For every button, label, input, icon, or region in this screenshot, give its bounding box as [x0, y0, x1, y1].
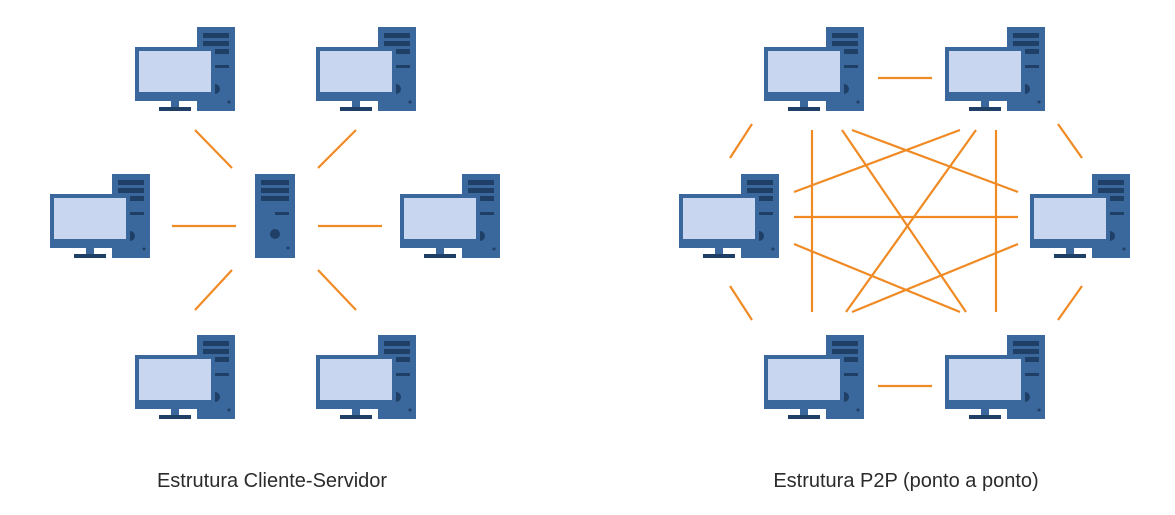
- peer-computer-icon: [679, 174, 779, 258]
- client-computer-icon: [316, 335, 416, 419]
- client-computer-icon: [135, 335, 235, 419]
- peer-computer-icon: [945, 27, 1045, 111]
- link-line: [317, 269, 357, 311]
- link-line: [1057, 285, 1083, 321]
- client-computer-icon: [316, 27, 416, 111]
- link-line: [851, 242, 1019, 314]
- client-computer-icon: [50, 174, 150, 258]
- peer-computer-icon: [764, 335, 864, 419]
- link-line: [793, 128, 961, 194]
- link-line: [317, 129, 357, 169]
- link-line: [194, 129, 233, 169]
- client-server-links: [172, 129, 382, 311]
- p2p-caption: Estrutura P2P (ponto a ponto): [773, 470, 1039, 492]
- peer-computer-icon: [1030, 174, 1130, 258]
- link-line: [1057, 123, 1083, 159]
- peer-computer-icon: [764, 27, 864, 111]
- client-computer-icon: [135, 27, 235, 111]
- link-line: [841, 129, 967, 313]
- link-line: [194, 269, 233, 311]
- link-line: [845, 129, 977, 313]
- link-line: [729, 123, 753, 159]
- p2p-links: [729, 76, 1083, 388]
- link-line: [851, 128, 1019, 194]
- client-server-caption: Estrutura Cliente-Servidor: [156, 470, 388, 492]
- client-computer-icon: [400, 174, 500, 258]
- peer-computer-icon: [945, 335, 1045, 419]
- link-line: [729, 285, 753, 321]
- link-line: [793, 242, 961, 314]
- server-tower-icon: [255, 174, 295, 258]
